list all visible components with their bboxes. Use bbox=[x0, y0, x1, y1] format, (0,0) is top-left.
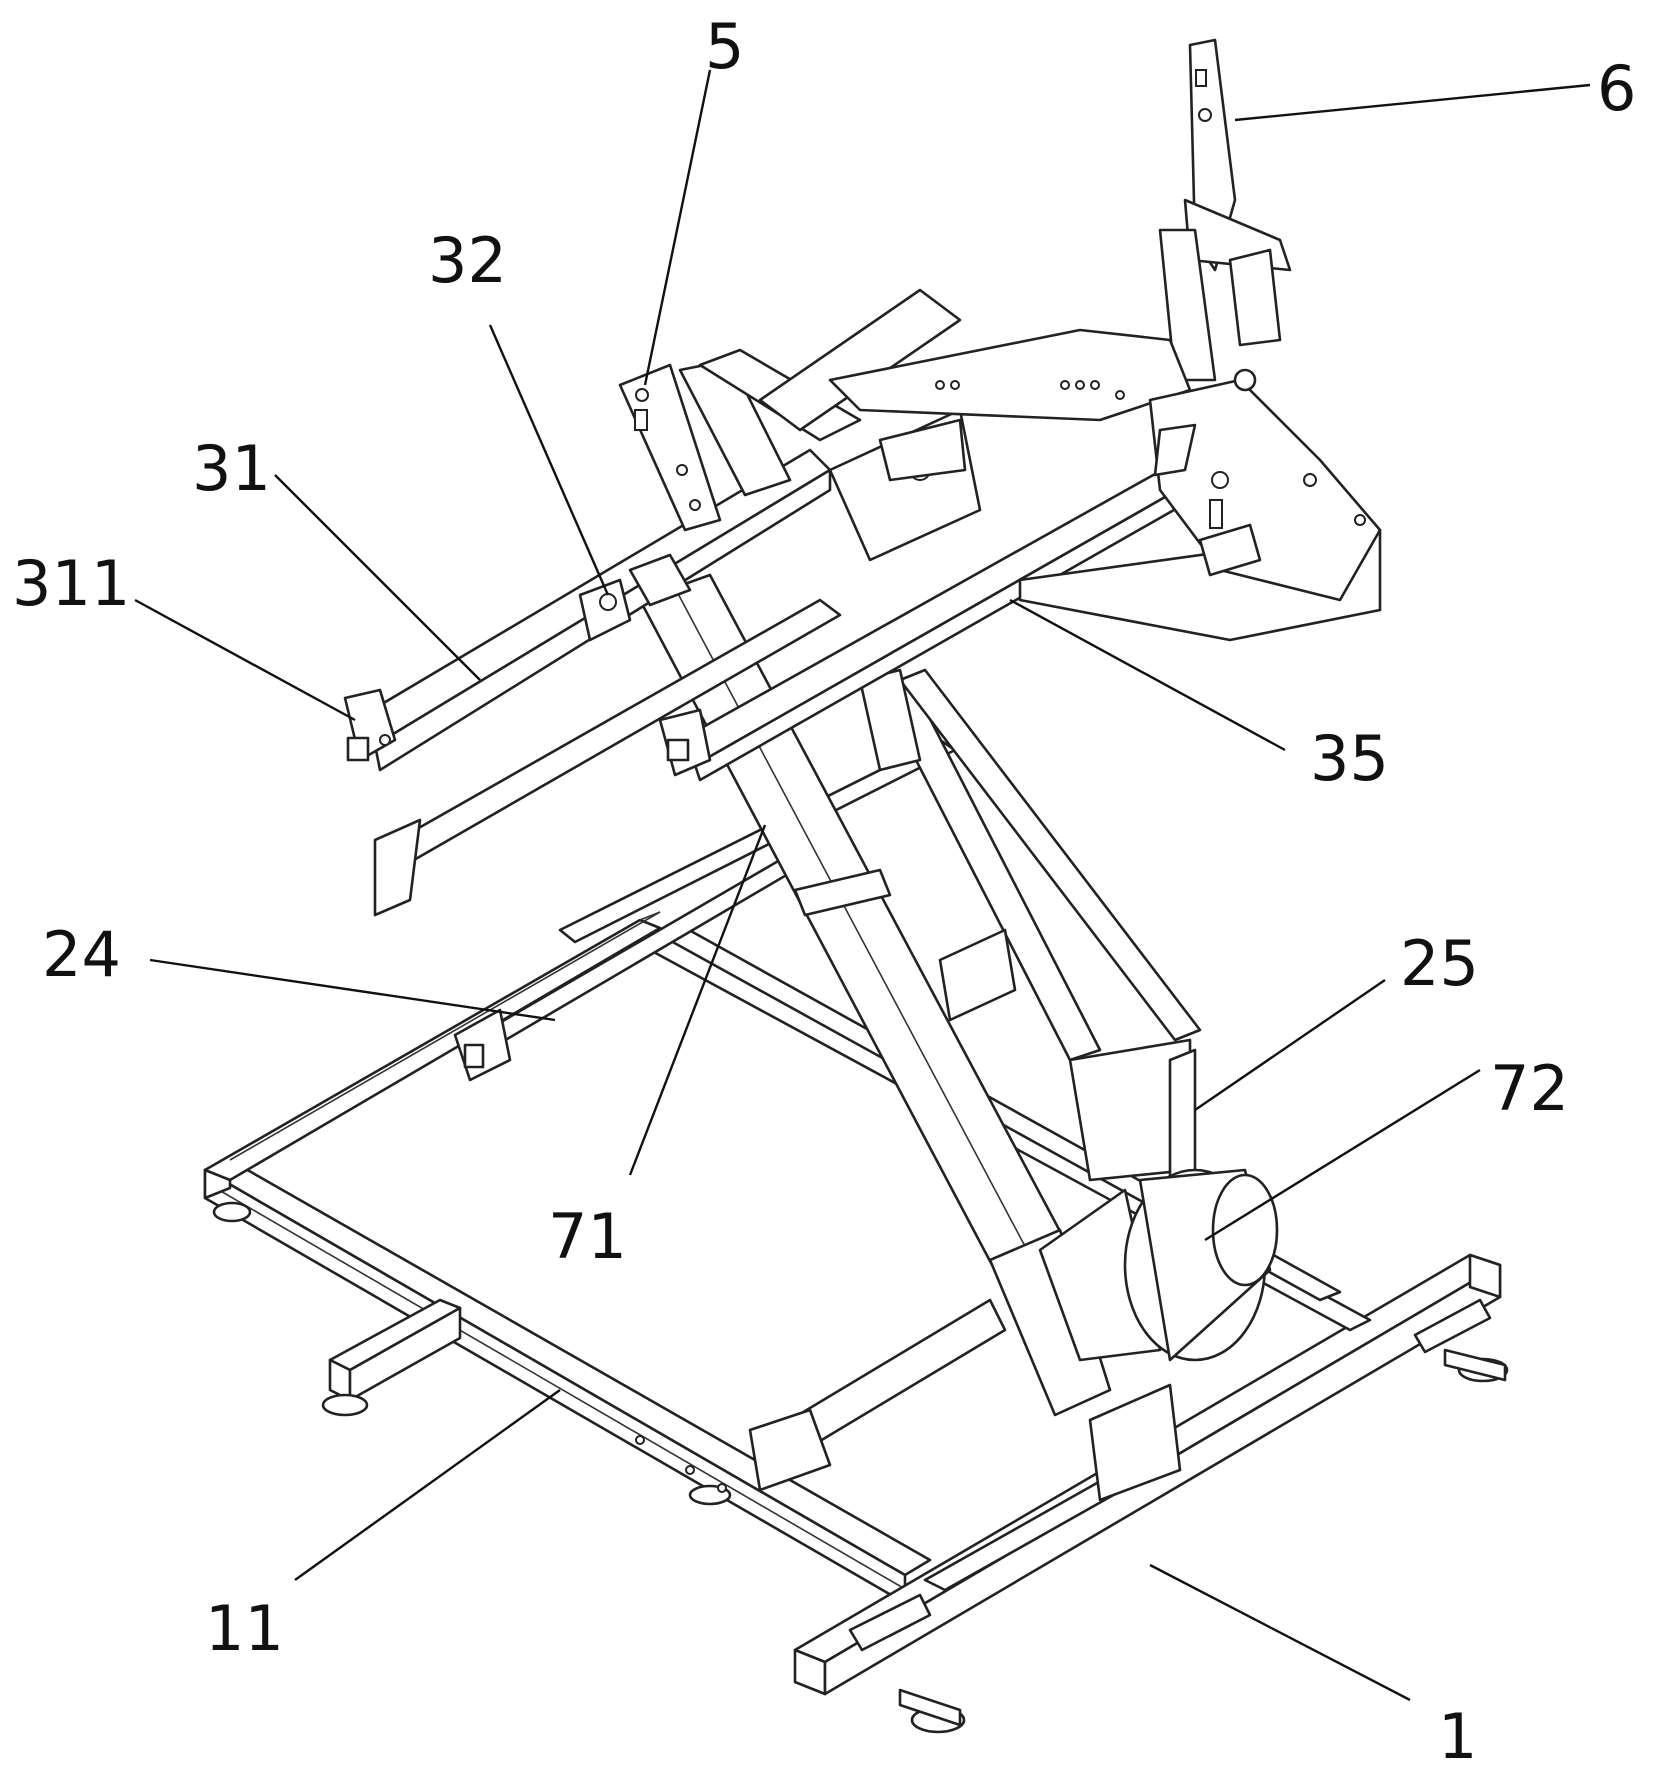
leader-31 bbox=[274, 474, 481, 681]
label-24: 24 bbox=[42, 918, 121, 991]
lift-arm-24 bbox=[453, 738, 957, 1082]
label-6: 6 bbox=[1597, 52, 1636, 125]
leader-25 bbox=[1194, 979, 1386, 1111]
label-1: 1 bbox=[1438, 1700, 1477, 1771]
leader-1 bbox=[1149, 1563, 1411, 1702]
label-72: 72 bbox=[1490, 1052, 1569, 1125]
leader-6 bbox=[1234, 83, 1591, 122]
label-32: 32 bbox=[428, 224, 507, 297]
label-311: 311 bbox=[12, 547, 130, 620]
label-11: 11 bbox=[205, 1592, 284, 1665]
leader-71 bbox=[628, 824, 767, 1176]
label-5: 5 bbox=[705, 10, 744, 83]
leader-35 bbox=[1009, 598, 1286, 752]
linkage-5 bbox=[618, 288, 982, 562]
linkage-6 bbox=[828, 38, 1382, 602]
base-frame bbox=[203, 911, 1509, 1734]
leader-24 bbox=[149, 958, 556, 1022]
reference-labels: 5 6 32 31 311 35 24 25 72 71 11 1 bbox=[12, 10, 1636, 1771]
leader-11 bbox=[294, 1389, 561, 1581]
leader-lines bbox=[134, 69, 1591, 1702]
lift-arm-25 bbox=[858, 668, 1202, 1187]
label-71: 71 bbox=[548, 1200, 627, 1273]
leader-311 bbox=[134, 598, 356, 722]
leader-32 bbox=[488, 324, 610, 596]
leader-72 bbox=[1204, 1068, 1481, 1242]
label-25: 25 bbox=[1400, 927, 1479, 1000]
label-35: 35 bbox=[1310, 722, 1389, 795]
label-31: 31 bbox=[192, 432, 271, 505]
leader-5 bbox=[643, 69, 712, 386]
